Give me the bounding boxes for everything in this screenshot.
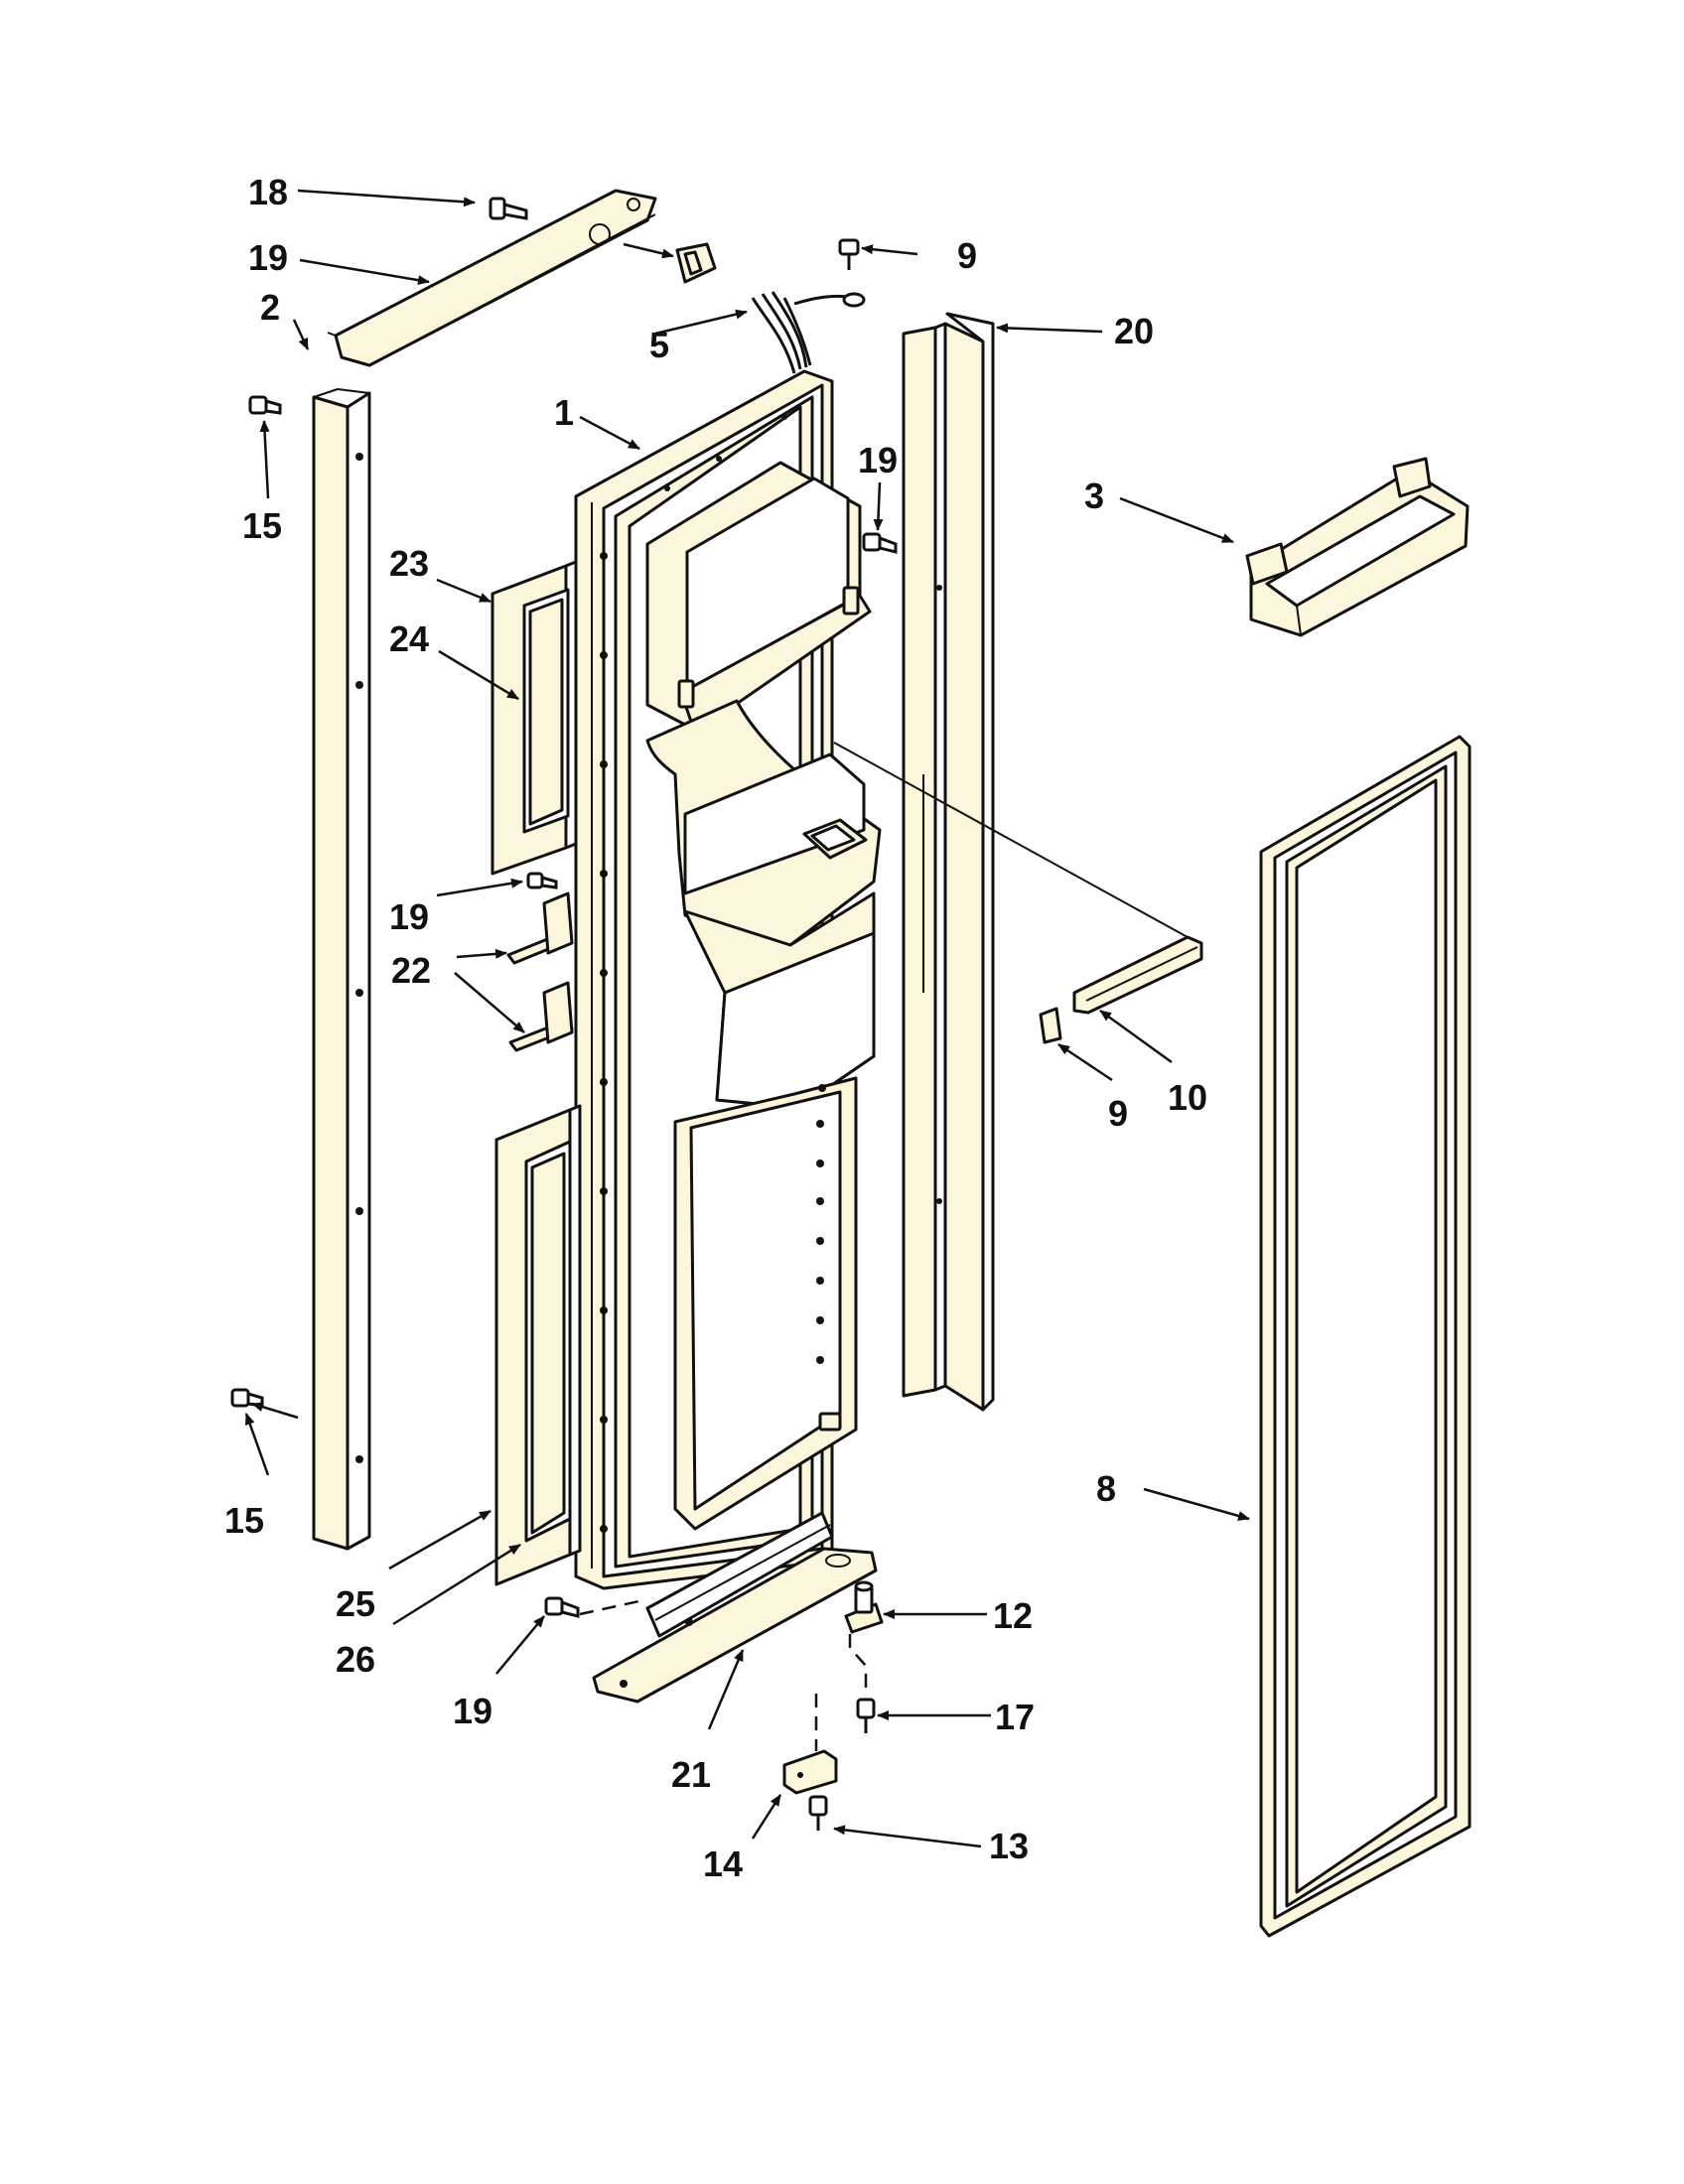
callout-15-top: 15 xyxy=(242,505,282,546)
connector-6 xyxy=(675,242,717,284)
callout-12: 12 xyxy=(993,1595,1033,1636)
screw-13 xyxy=(808,1795,828,1831)
screw-17 xyxy=(856,1698,876,1733)
callout-26: 26 xyxy=(336,1639,375,1680)
callout-15-bottom: 15 xyxy=(224,1500,264,1541)
callout-10: 10 xyxy=(1168,1077,1207,1118)
callout-25: 25 xyxy=(336,1583,375,1624)
callout-5: 5 xyxy=(649,325,669,365)
callout-19-mid: 19 xyxy=(389,896,429,937)
screw-15-bottom xyxy=(230,1388,264,1408)
screw-11 xyxy=(838,238,860,270)
part-12-hinge-pin xyxy=(844,1580,884,1688)
part-8-door-gasket xyxy=(1259,735,1472,1938)
callout-19-right: 19 xyxy=(858,440,898,480)
part-14-hinge-block xyxy=(782,1694,838,1795)
callout-13: 13 xyxy=(989,1826,1029,1866)
callout-8: 8 xyxy=(1096,1468,1116,1509)
part-21-bottom-bracket xyxy=(579,1511,878,1704)
screw-19-top xyxy=(489,197,528,220)
callout-9: 9 xyxy=(1108,1093,1128,1134)
part-10-shelf-trim xyxy=(833,742,1203,1015)
part-2-left-channel xyxy=(312,388,371,1551)
screw-19-right xyxy=(862,532,898,554)
callout-14: 14 xyxy=(703,1843,743,1884)
callout-3: 3 xyxy=(1084,476,1104,516)
callout-19-bottom: 19 xyxy=(453,1691,492,1731)
callout-labels: 18 19 2 15 9 5 20 1 19 3 23 24 19 22 10 … xyxy=(224,172,1207,1884)
callout-24: 24 xyxy=(389,618,429,659)
callout-17: 17 xyxy=(995,1697,1035,1737)
screw-15-top xyxy=(248,395,282,415)
part-26-lower-insert xyxy=(524,1140,572,1543)
callout-19-top: 18 xyxy=(248,172,288,212)
part-1-door-liner xyxy=(574,369,882,1590)
callout-21: 21 xyxy=(671,1754,711,1795)
callout-11: 9 xyxy=(957,235,977,276)
part-9-end-cap xyxy=(1039,1007,1062,1044)
callout-2: 2 xyxy=(260,287,280,328)
screw-19-mid xyxy=(526,872,558,889)
callout-23: 23 xyxy=(389,543,429,584)
part-5-wire-harness xyxy=(751,291,866,374)
part-24-upper-insert xyxy=(522,588,570,834)
part-22-brackets xyxy=(506,891,574,1052)
screw-19-bottom xyxy=(544,1596,580,1618)
part-18-top-bracket xyxy=(327,189,657,367)
leader-arrows xyxy=(244,189,1250,1848)
callout-18: 19 xyxy=(248,237,288,278)
callout-1: 1 xyxy=(554,392,574,433)
callout-20: 20 xyxy=(1114,311,1154,351)
callout-22: 22 xyxy=(391,950,431,991)
part-20-right-trim xyxy=(902,312,995,1412)
part-3-door-handle xyxy=(1245,457,1470,637)
